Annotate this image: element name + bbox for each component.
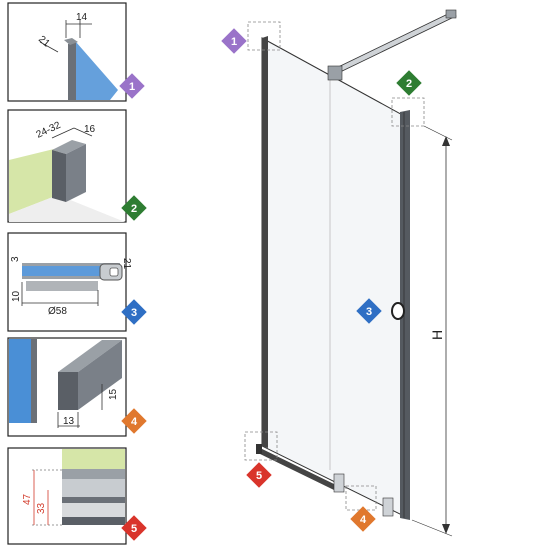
badge-label: 1 xyxy=(231,36,237,48)
bottom-corner xyxy=(256,444,262,454)
badge-label: 5 xyxy=(256,470,262,482)
badge-label: 2 xyxy=(131,203,137,215)
detail-panel-5: 47 33 xyxy=(7,447,127,545)
rod-bottom-3 xyxy=(22,276,120,279)
floor-seal-foot-1 xyxy=(333,473,345,493)
height-label: H xyxy=(429,330,445,340)
dim-line-2b xyxy=(73,127,93,137)
badge-diamond xyxy=(121,515,147,541)
height-ext-top xyxy=(423,125,453,141)
seal-band-5c xyxy=(62,497,125,503)
profile-side-2 xyxy=(66,144,86,202)
badge-4-left: 4 xyxy=(121,408,147,434)
badge-diamond xyxy=(396,70,422,96)
dim-label-1b: 14 xyxy=(76,12,88,23)
callout-box-1 xyxy=(247,21,281,51)
seal-side-4 xyxy=(78,340,122,410)
stabilizer-wall-mount xyxy=(445,9,457,19)
badge-3-left: 3 xyxy=(121,299,147,325)
badge-label: 1 xyxy=(129,81,135,93)
profile-top-2 xyxy=(52,140,86,154)
glass-section-1 xyxy=(68,42,118,100)
rod-top-3 xyxy=(22,263,120,266)
floor-surface-2 xyxy=(9,195,125,222)
wall-surface-5 xyxy=(62,449,125,469)
height-ext-bottom xyxy=(411,519,453,537)
badge-diamond xyxy=(246,462,272,488)
badge-4-main: 4 xyxy=(350,506,376,532)
floor-seal-foot-2 xyxy=(382,497,394,517)
dim-label-3b: 21 xyxy=(121,258,132,270)
wall-profile-1 xyxy=(68,42,76,100)
badge-5-main: 5 xyxy=(246,462,272,488)
dim-label-2b: 16 xyxy=(84,124,96,135)
bottom-seal xyxy=(256,446,334,490)
shower-wall-main: H xyxy=(244,9,457,537)
callout-box-4 xyxy=(345,485,377,511)
dim-line-1d xyxy=(39,41,59,53)
detail-panel-2: 24-32 16 xyxy=(7,109,127,223)
wall-profile xyxy=(400,110,410,520)
dim-label-3a: 3 xyxy=(10,256,21,262)
height-arrow-top xyxy=(442,136,450,146)
badge-label: 2 xyxy=(406,78,412,90)
wall-surface-2 xyxy=(9,148,58,214)
badge-label: 5 xyxy=(131,523,137,535)
seal-band-5a xyxy=(62,469,125,479)
badge-label: 3 xyxy=(366,306,372,318)
glass-panel xyxy=(261,37,409,519)
detail-panel-4: 13 15 xyxy=(7,337,127,437)
dim-label-3d: Ø58 xyxy=(48,306,67,317)
detail-panel-3: 3 21 10 Ø58 xyxy=(7,232,132,332)
base-plate-3 xyxy=(26,281,98,291)
badge-diamond xyxy=(121,299,147,325)
dim-label-4a: 15 xyxy=(108,388,119,400)
glass-section-4 xyxy=(9,339,31,423)
dim-label-3c: 10 xyxy=(11,290,22,302)
profile-front-2 xyxy=(52,150,66,202)
stabilizer-clamp xyxy=(327,65,343,81)
seal-band-5d xyxy=(62,503,125,517)
clamp-hole-3 xyxy=(109,267,119,277)
badge-5-left: 5 xyxy=(121,515,147,541)
height-arrow-bottom xyxy=(442,524,450,534)
seal-front-4 xyxy=(58,372,78,410)
callout-box-2 xyxy=(391,97,425,127)
dim-label-4b: 13 xyxy=(63,416,75,427)
badge-3-main: 3 xyxy=(356,298,382,324)
badge-diamond xyxy=(356,298,382,324)
seal-band-5e xyxy=(62,517,125,525)
dim-label-5b: 33 xyxy=(36,502,47,514)
profile-top-1 xyxy=(64,38,78,45)
badge-label: 4 xyxy=(131,416,138,428)
badge-diamond xyxy=(350,506,376,532)
badge-1-main: 1 xyxy=(221,28,247,54)
badge-label: 4 xyxy=(360,514,367,526)
detail-panel-1: 21 14 xyxy=(7,2,127,102)
badge-diamond xyxy=(121,408,147,434)
rod-fixing-ring xyxy=(391,302,405,320)
callout-box-5 xyxy=(244,431,278,461)
glass-left-edge xyxy=(262,36,268,448)
stabilizer-bar xyxy=(331,11,457,75)
seal-top-4 xyxy=(58,340,122,372)
badge-2-main: 2 xyxy=(396,70,422,96)
dim-label-5a: 47 xyxy=(22,493,33,505)
edge-profile-4 xyxy=(31,339,37,423)
glass-section-3 xyxy=(22,266,120,276)
dim-line-2a xyxy=(51,127,75,139)
seal-band-5b xyxy=(62,479,125,497)
badge-label: 3 xyxy=(131,307,137,319)
